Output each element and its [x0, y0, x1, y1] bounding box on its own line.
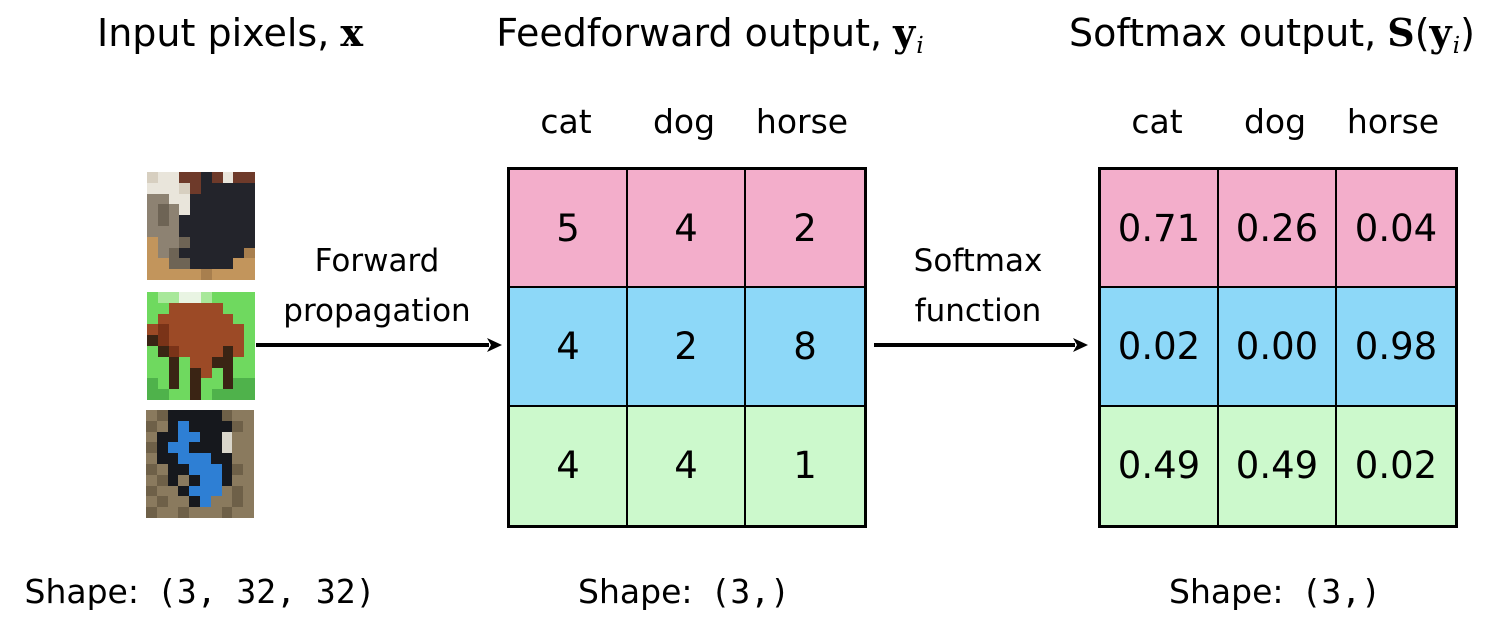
- arrow-label-line1: Forward: [314, 243, 440, 279]
- arrow-label-line1: Softmax: [913, 243, 1043, 279]
- feedforward-cell-dog-row3: 4: [628, 406, 746, 525]
- softmax-cell-cat-row1: 0.71: [1101, 170, 1219, 289]
- feedforward-cell-horse-row2: 8: [746, 288, 864, 407]
- forward-propagation-label: Forward propagation: [262, 236, 492, 336]
- shape-value: (3, 32, 32): [156, 572, 376, 611]
- softmax-table: 0.71 0.26 0.04 0.02 0.00 0.98 0.49 0.49 …: [1098, 167, 1458, 528]
- feedforward-cell-cat-row3: 4: [510, 406, 628, 525]
- softmax-column-header-dog: dog: [1243, 102, 1307, 141]
- shape-value: (3,): [710, 572, 790, 611]
- math-y-symbol: y: [893, 10, 916, 55]
- math-x-symbol: x: [340, 10, 363, 55]
- input-shape-annotation: Shape: (3, 32, 32): [0, 572, 400, 611]
- shape-value: (3,): [1301, 572, 1381, 611]
- title-text: Softmax output,: [1069, 11, 1377, 55]
- feedforward-cell-horse-row1: 2: [746, 170, 864, 289]
- softmax-cell-horse-row3: 0.02: [1337, 406, 1455, 525]
- feedforward-cell-cat-row1: 5: [510, 170, 628, 289]
- arrow-label-line2: function: [914, 293, 1042, 329]
- softmax-shape-annotation: Shape: (3,): [1098, 572, 1452, 611]
- softmax-cell-dog-row2: 0.00: [1219, 288, 1337, 407]
- softmax-cell-dog-row1: 0.26: [1219, 170, 1337, 289]
- shape-label: Shape:: [1169, 572, 1284, 611]
- softmax-function-label: Softmax function: [863, 236, 1093, 336]
- math-subscript-i: i: [1452, 30, 1461, 59]
- title-text: Feedforward output,: [496, 11, 883, 55]
- softmax-cell-cat-row2: 0.02: [1101, 288, 1219, 407]
- softmax-cell-horse-row2: 0.98: [1337, 288, 1455, 407]
- feedforward-cell-dog-row2: 2: [628, 288, 746, 407]
- softmax-panel-title: Softmax output,S(yi): [1022, 10, 1486, 59]
- math-subscript-i: i: [916, 30, 924, 59]
- feedforward-column-header-cat: cat: [540, 102, 592, 141]
- softmax-cell-horse-row1: 0.04: [1337, 170, 1455, 289]
- open-paren: (: [1414, 11, 1430, 55]
- shape-label: Shape:: [24, 572, 139, 611]
- feedforward-table: 5 4 2 4 2 8 4 4 1: [507, 167, 867, 528]
- input-image-cat: [147, 172, 255, 280]
- input-panel-title: Input pixels,x: [30, 10, 430, 55]
- feedforward-shape-annotation: Shape: (3,): [507, 572, 861, 611]
- feedforward-cell-horse-row3: 1: [746, 406, 864, 525]
- feedforward-column-header-dog: dog: [652, 102, 716, 141]
- math-y-symbol: y: [1429, 10, 1452, 55]
- softmax-cell-cat-row3: 0.49: [1101, 406, 1219, 525]
- arrow-label-line2: propagation: [283, 293, 471, 329]
- feedforward-panel-title: Feedforward output,yi: [460, 10, 960, 59]
- input-image-dog: [146, 410, 254, 518]
- softmax-column-header-cat: cat: [1131, 102, 1183, 141]
- close-paren: ): [1460, 11, 1475, 55]
- forward-propagation-arrow: [256, 338, 502, 352]
- softmax-column-header-horse: horse: [1346, 102, 1440, 141]
- feedforward-cell-dog-row1: 4: [628, 170, 746, 289]
- shape-label: Shape:: [578, 572, 693, 611]
- softmax-function-arrow: [874, 338, 1088, 352]
- softmax-cell-dog-row3: 0.49: [1219, 406, 1337, 525]
- feedforward-cell-cat-row2: 4: [510, 288, 628, 407]
- math-S-symbol: S: [1387, 10, 1415, 55]
- title-text: Input pixels,: [97, 11, 330, 55]
- input-image-horse: [147, 292, 255, 400]
- feedforward-column-header-horse: horse: [755, 102, 849, 141]
